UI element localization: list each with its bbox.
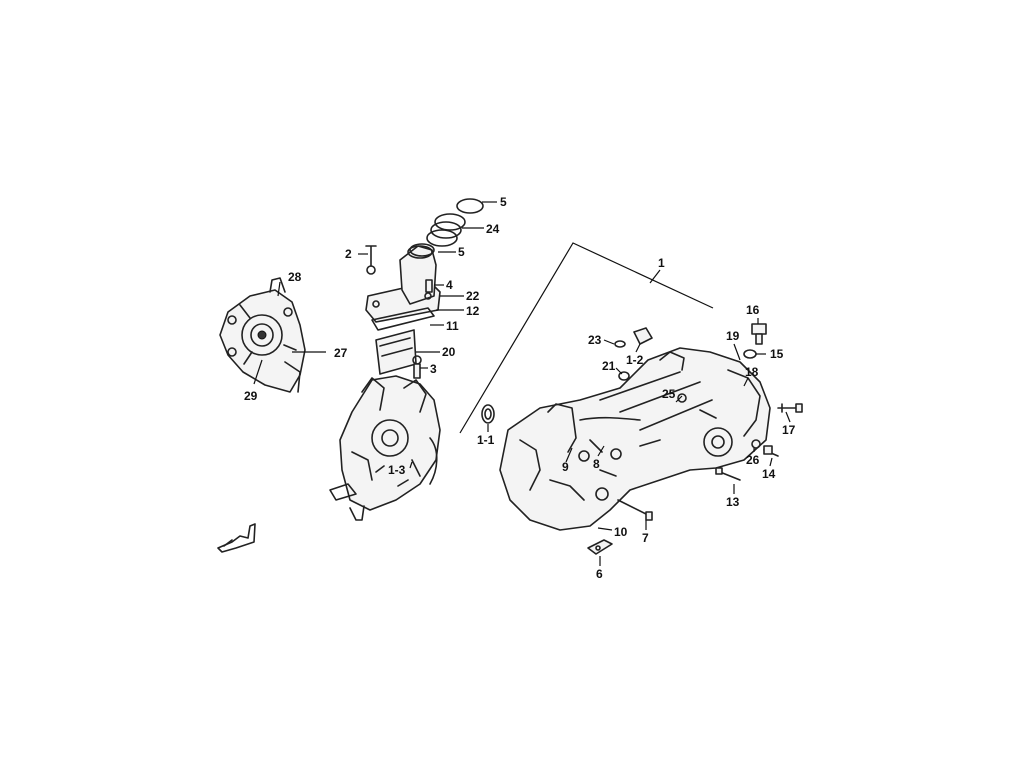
leader-25: [675, 395, 683, 403]
leader-18: [743, 377, 749, 387]
drain-bolt-16: [751, 323, 767, 345]
callout-25: 25: [662, 387, 676, 401]
callout-17: 17: [782, 423, 796, 437]
callout-19: 19: [726, 329, 740, 343]
callout-labels: 1 1-1 1-2 1-3 2 3 4 5 5 6 7 8 9 10 11 12…: [244, 195, 796, 581]
oil-seal-1-1: [481, 404, 495, 424]
bolt-4: [425, 279, 433, 293]
bolt-7: [617, 499, 653, 521]
bolt-2: [365, 245, 377, 275]
leader-1-3: [409, 461, 413, 469]
washer-15: [743, 349, 757, 359]
callout-10: 10: [614, 525, 628, 539]
bolt-3: [412, 355, 422, 379]
callout-1-2: 1-2: [626, 353, 644, 367]
callout-29: 29: [244, 389, 258, 403]
bolt-17: [777, 403, 803, 413]
callout-26: 26: [746, 453, 760, 467]
callout-1: 1: [658, 256, 665, 270]
leader-28: [277, 281, 281, 297]
callout-9: 9: [562, 460, 569, 474]
callout-4: 4: [446, 278, 453, 292]
callout-3: 3: [430, 362, 437, 376]
gasket: [371, 307, 435, 331]
leader-1: [649, 269, 661, 284]
bracket-leader-1: [459, 242, 714, 434]
callout-5a: 5: [500, 195, 507, 209]
callout-2: 2: [345, 247, 352, 261]
left-crankcase-half: [329, 375, 441, 521]
callout-23: 23: [588, 333, 602, 347]
callout-20: 20: [442, 345, 456, 359]
callout-21: 21: [602, 359, 616, 373]
leader-29: [253, 359, 263, 385]
hose-clamps: [409, 198, 484, 257]
washer-26: [751, 439, 761, 449]
callout-27: 27: [334, 346, 348, 360]
leader-14: [769, 457, 773, 467]
callout-13: 13: [726, 495, 740, 509]
callout-18: 18: [745, 365, 759, 379]
pin-21: [618, 371, 630, 381]
callout-6: 6: [596, 567, 603, 581]
leader-23: [603, 339, 615, 345]
bracket-6: [587, 539, 613, 555]
callout-1-3: 1-3: [388, 463, 406, 477]
callout-14: 14: [762, 467, 776, 481]
leader-9: [565, 447, 573, 463]
callout-7: 7: [642, 531, 649, 545]
callout-11: 11: [446, 319, 459, 333]
leader-8: [597, 445, 605, 457]
left-crankcase-cover: [219, 277, 306, 393]
leader-19: [733, 343, 741, 361]
dowel-1-2: [633, 327, 653, 345]
callout-24: 24: [486, 222, 500, 236]
callout-15: 15: [770, 347, 784, 361]
callout-16: 16: [746, 303, 760, 317]
bolt-13: [715, 467, 741, 481]
small-bracket: [217, 523, 256, 553]
bolt-14: [763, 445, 779, 457]
callout-12: 12: [466, 304, 480, 318]
leader-1-2: [635, 343, 641, 353]
callout-28: 28: [288, 270, 302, 284]
leader-17: [785, 411, 791, 423]
pin-23: [614, 340, 626, 348]
callout-5b: 5: [458, 245, 465, 259]
callout-1-1: 1-1: [477, 433, 495, 447]
leader-10: [597, 527, 613, 531]
reed-valve: [375, 329, 417, 375]
main-crankcase: [499, 347, 771, 531]
leader-21: [615, 367, 623, 375]
callout-22: 22: [466, 289, 480, 303]
callout-8: 8: [593, 457, 600, 471]
